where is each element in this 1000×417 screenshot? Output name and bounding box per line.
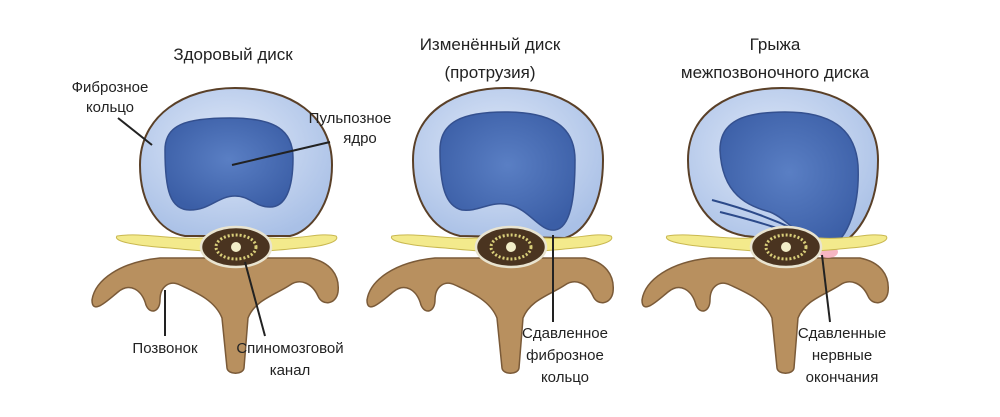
label-canal-2: канал bbox=[270, 362, 311, 379]
central-canal bbox=[231, 242, 241, 252]
panel-title-protrusion: Изменённый диск bbox=[420, 35, 561, 54]
panel-title-hernia: Грыжа bbox=[750, 35, 801, 54]
herniated-disc bbox=[686, 86, 880, 258]
vertebra bbox=[366, 257, 614, 374]
label-compressed-nerves-1: Сдавленные bbox=[798, 325, 886, 342]
central-canal bbox=[781, 242, 791, 252]
leader-line bbox=[117, 117, 153, 146]
nucleus-pulposus bbox=[719, 111, 859, 247]
leader-line bbox=[244, 261, 266, 337]
healthy-disc bbox=[138, 86, 334, 237]
label-compressed-annulus-2: фиброзное bbox=[526, 347, 604, 364]
spinal-canal-overlay bbox=[116, 225, 338, 269]
spinal-cord bbox=[489, 233, 533, 261]
vertebra bbox=[91, 257, 339, 374]
label-compressed-annulus-3: кольцо bbox=[541, 369, 589, 386]
label-compressed-nerves-3: окончания bbox=[806, 369, 879, 386]
protrusion-disc bbox=[411, 86, 605, 240]
vertebra-bone bbox=[366, 257, 614, 374]
panel-subtitle-hernia: межпозвоночного диска bbox=[681, 63, 870, 82]
nucleus-pulposus bbox=[164, 117, 294, 211]
label-annulus-1: Фиброзное bbox=[72, 79, 149, 96]
label-compressed-annulus-1: Сдавленное bbox=[522, 325, 608, 342]
label-nucleus-1: Пульпозное bbox=[309, 110, 392, 127]
spinal-cord bbox=[214, 233, 258, 261]
leader-line bbox=[821, 254, 831, 323]
leader-line bbox=[231, 141, 331, 166]
label-annulus-2: кольцо bbox=[86, 99, 134, 116]
spinal-cord bbox=[764, 233, 808, 261]
spinal-canal-overlay bbox=[391, 225, 613, 269]
label-compressed-nerves-2: нервные bbox=[812, 347, 872, 364]
label-vertebra: Позвонок bbox=[132, 340, 198, 357]
label-nucleus-2: ядро bbox=[343, 130, 377, 147]
panel-subtitle-protrusion: (протрузия) bbox=[444, 63, 535, 82]
label-canal-1: Спиномозговой bbox=[236, 340, 343, 357]
panel-title-healthy: Здоровый диск bbox=[173, 45, 293, 64]
central-canal bbox=[506, 242, 516, 252]
nucleus-pulposus bbox=[439, 111, 576, 231]
vertebra-bone bbox=[91, 257, 339, 374]
spinal-canal-overlay bbox=[666, 225, 888, 269]
